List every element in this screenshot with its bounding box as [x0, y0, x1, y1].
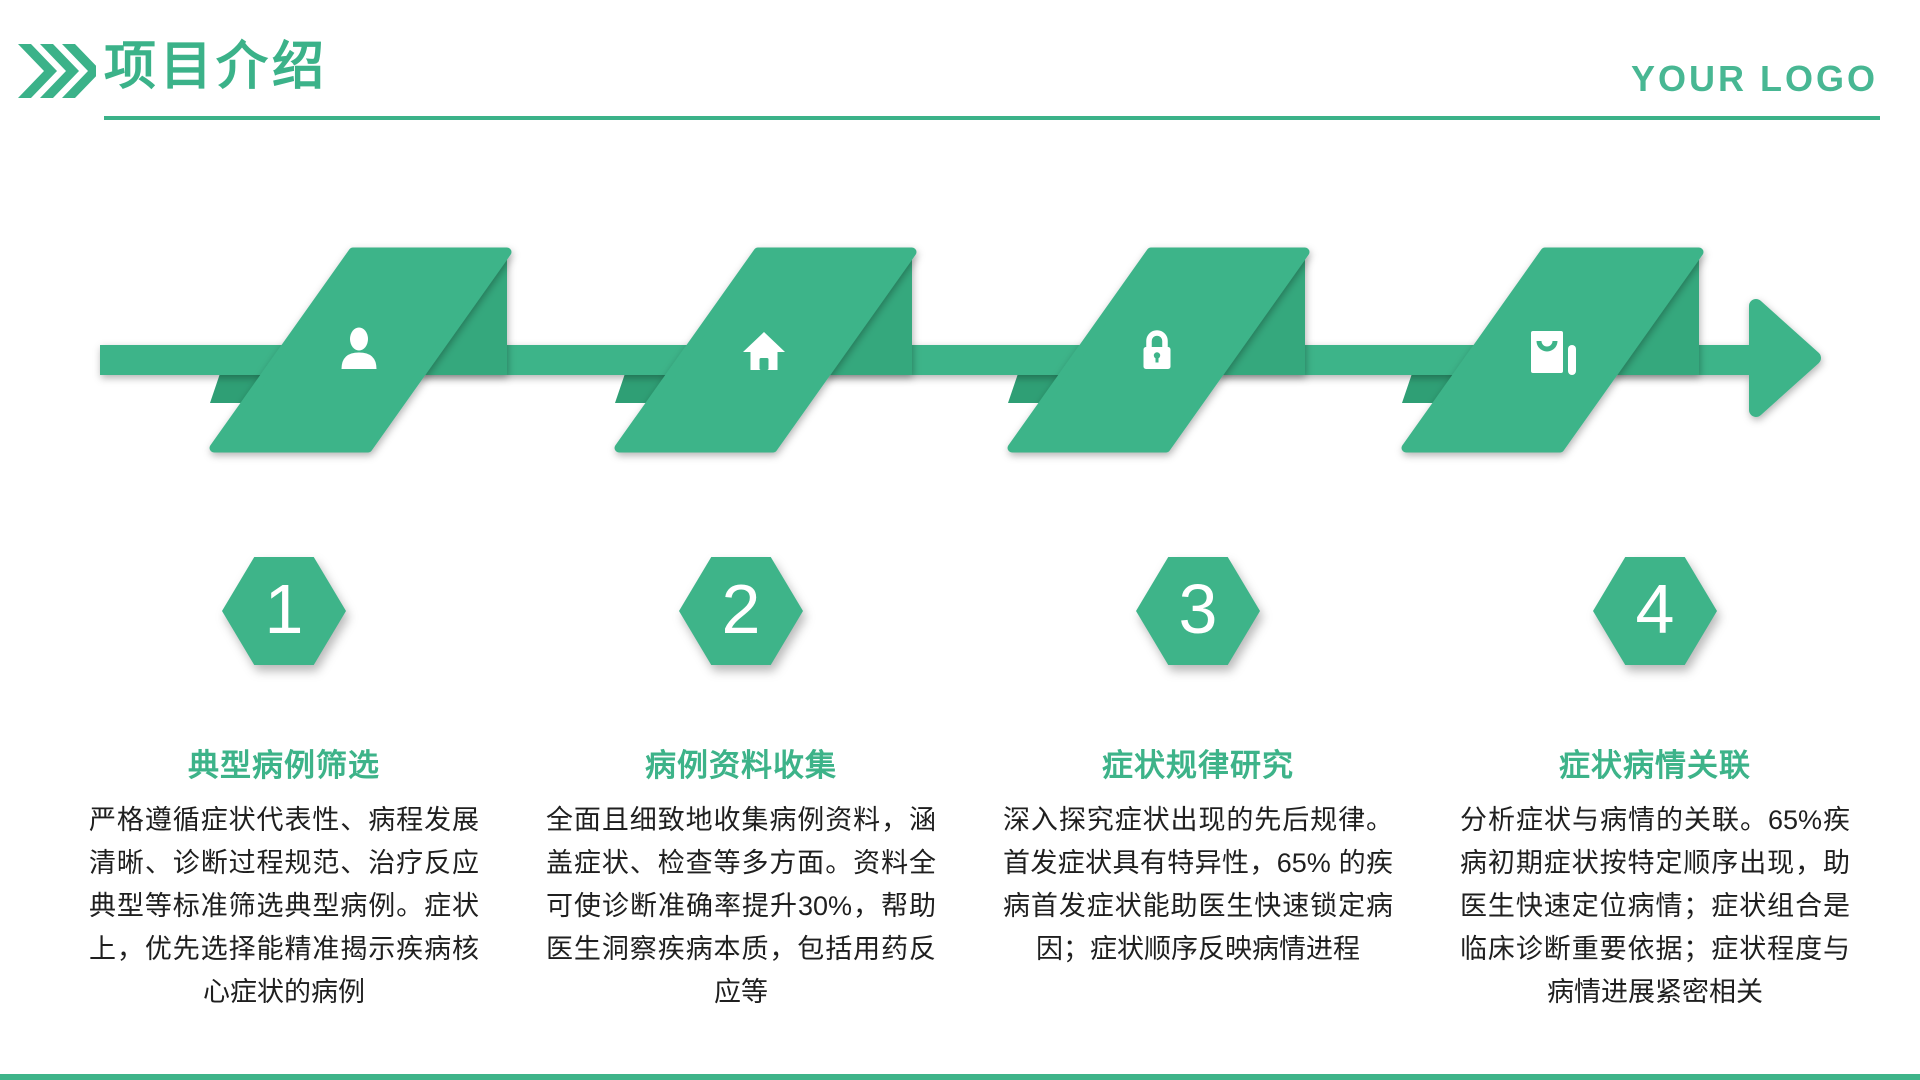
- step-hexagon-2: 2: [679, 557, 803, 665]
- step-title-1: 典型病例筛选: [188, 748, 380, 783]
- step-body-1: 严格遵循症状代表性、病程发展清晰、诊断过程规范、治疗反应典型等标准筛选典型病例。…: [89, 805, 479, 1007]
- title-underline: [104, 116, 1880, 120]
- shopping-bag-icon: [1531, 331, 1576, 375]
- step-title-4: 症状病情关联: [1559, 748, 1751, 783]
- step-hexagon-3: 3: [1136, 557, 1260, 665]
- step-number: 2: [721, 570, 761, 648]
- step-title-3: 症状规律研究: [1102, 748, 1294, 783]
- step-number: 1: [264, 570, 304, 648]
- bottom-accent-strip: [0, 1074, 1920, 1080]
- lock-icon: [1143, 330, 1171, 369]
- step-body-2: 全面且细致地收集病例资料，涵盖症状、检查等多方面。资料全可使诊断准确率提升30%…: [546, 805, 936, 1007]
- triple-chevron-icon: [18, 44, 96, 98]
- step-body-3: 深入探究症状出现的先后规律。首发症状具有特异性，65% 的疾病首发症状能助医生快…: [1003, 805, 1393, 964]
- step-hexagon-4: 4: [1593, 557, 1717, 665]
- logo-text: YOUR LOGO: [1630, 58, 1878, 99]
- person-icon: [341, 327, 377, 369]
- step-number: 3: [1178, 570, 1218, 648]
- step-title-2: 病例资料收集: [645, 748, 837, 783]
- step-body-4: 分析症状与病情的关联。65%疾病初期症状按特定顺序出现，助医生快速定位病情；症状…: [1460, 805, 1850, 1007]
- step-hexagon-1: 1: [222, 557, 346, 665]
- page-title: 项目介绍: [104, 38, 329, 96]
- arrow-head: [1749, 299, 1821, 417]
- step-number: 4: [1635, 570, 1675, 648]
- home-icon: [743, 332, 785, 370]
